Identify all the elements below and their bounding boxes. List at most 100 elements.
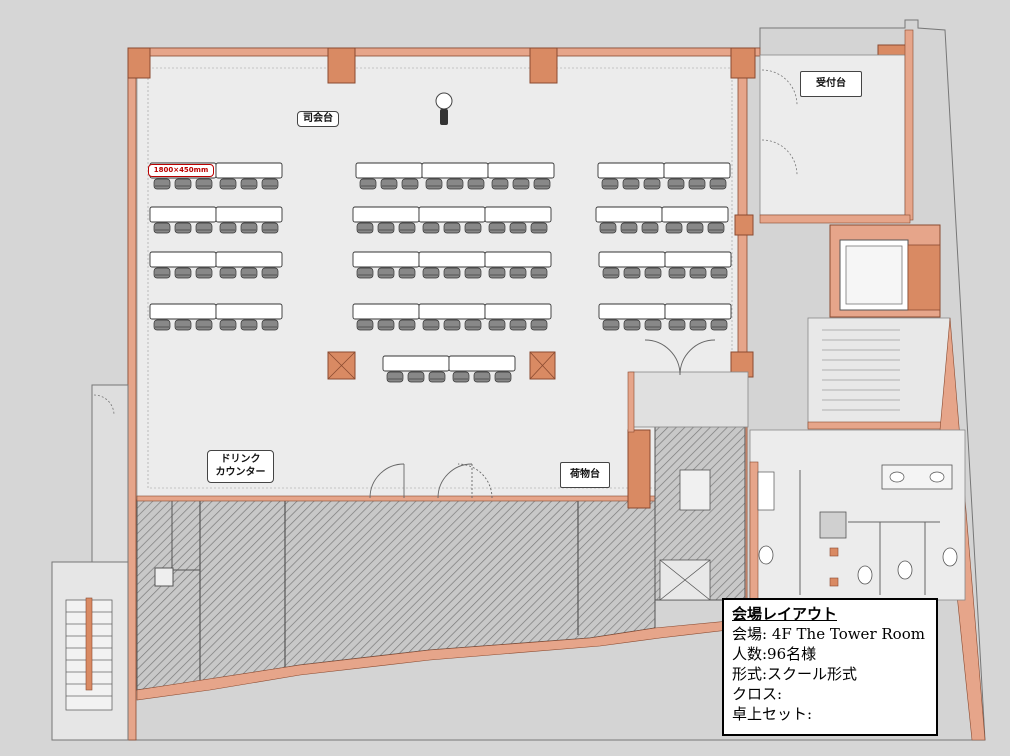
info-venue: 会場: 4F The Tower Room (732, 625, 925, 643)
chair (530, 319, 548, 331)
table (484, 206, 552, 223)
chair (219, 267, 237, 279)
chair (261, 267, 279, 279)
reception-stand-label: 受付台 (800, 71, 862, 97)
chair (401, 178, 419, 190)
info-capacity: 人数:96名様 (732, 645, 817, 663)
column (734, 214, 754, 236)
drink-counter-label: ドリンク カウンター (207, 450, 274, 483)
chair (688, 178, 706, 190)
chair (488, 319, 506, 331)
chair (425, 178, 443, 190)
chair (219, 319, 237, 331)
table (663, 162, 731, 179)
chair (356, 222, 374, 234)
column (730, 47, 756, 79)
chair (644, 267, 662, 279)
table (448, 355, 516, 372)
chair (153, 267, 171, 279)
table (215, 206, 283, 223)
table (149, 206, 217, 223)
table (484, 251, 552, 268)
chair (644, 319, 662, 331)
chair (240, 319, 258, 331)
chair (509, 222, 527, 234)
chair (443, 319, 461, 331)
chair (620, 222, 638, 234)
chair (689, 267, 707, 279)
table (661, 206, 729, 223)
chair (377, 319, 395, 331)
chair (398, 319, 416, 331)
chair (219, 178, 237, 190)
table (355, 162, 423, 179)
table (598, 303, 666, 320)
chair (623, 267, 641, 279)
chair (509, 319, 527, 331)
chair (153, 319, 171, 331)
chair (667, 178, 685, 190)
table (418, 303, 486, 320)
chair (398, 222, 416, 234)
chair (422, 222, 440, 234)
column (127, 47, 151, 79)
chair (174, 178, 192, 190)
chair (356, 267, 374, 279)
chair (641, 222, 659, 234)
luggage-stand-label: 荷物台 (560, 462, 610, 488)
table (664, 251, 732, 268)
chair (153, 222, 171, 234)
chair (219, 222, 237, 234)
table (664, 303, 732, 320)
drink-counter-line-1: ドリンク (220, 454, 261, 465)
table (595, 206, 663, 223)
chair (602, 319, 620, 331)
table (215, 162, 283, 179)
table (352, 303, 420, 320)
chair (601, 178, 619, 190)
chair (407, 371, 425, 383)
chair (153, 178, 171, 190)
chair (710, 267, 728, 279)
chair (195, 222, 213, 234)
column (327, 47, 356, 84)
chair (689, 319, 707, 331)
speaker-podium (435, 92, 453, 125)
chair (261, 319, 279, 331)
table (487, 162, 555, 179)
tables (149, 162, 732, 383)
chair (464, 222, 482, 234)
chair (422, 319, 440, 331)
chair (428, 371, 446, 383)
chair (443, 222, 461, 234)
chair (174, 222, 192, 234)
chair (710, 319, 728, 331)
chair (494, 371, 512, 383)
table (598, 251, 666, 268)
mc-stand-label: 司会台 (297, 111, 339, 127)
info-format: 形式:スクール形式 (732, 665, 858, 683)
chair (602, 267, 620, 279)
chair (422, 267, 440, 279)
chair (240, 178, 258, 190)
chair (359, 178, 377, 190)
chair (473, 371, 491, 383)
chair (240, 222, 258, 234)
table (149, 251, 217, 268)
chair (707, 222, 725, 234)
table (215, 303, 283, 320)
chair (530, 222, 548, 234)
wall-left (127, 47, 137, 741)
chair (174, 267, 192, 279)
center-staircase (807, 317, 951, 429)
table (382, 355, 450, 372)
chair (174, 319, 192, 331)
chair (464, 267, 482, 279)
chair (195, 319, 213, 331)
wall-top (127, 47, 761, 57)
chair (446, 178, 464, 190)
chair (356, 319, 374, 331)
table (215, 251, 283, 268)
chair (533, 178, 551, 190)
